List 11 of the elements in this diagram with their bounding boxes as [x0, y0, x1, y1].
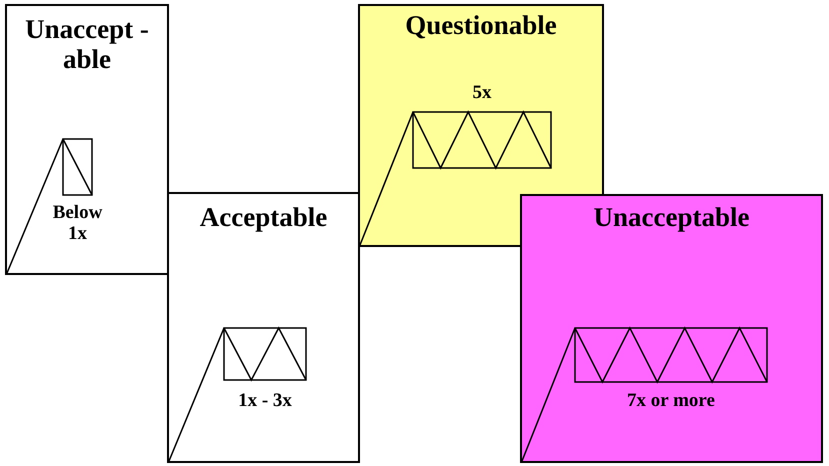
panel-heading: Unaccept -able — [24, 14, 150, 74]
multiplier-label: 5x — [472, 82, 492, 103]
panel-heading: Unacceptable — [592, 202, 750, 232]
panel — [520, 194, 823, 463]
multiplier-label: 7x or more — [626, 390, 716, 411]
panel — [5, 4, 169, 275]
panel-heading: Acceptable — [198, 202, 328, 232]
multiplier-label: 1x - 3x — [237, 390, 293, 411]
panel — [167, 192, 360, 463]
multiplier-label: Below 1x — [52, 202, 104, 244]
panel-heading: Questionable — [404, 10, 558, 40]
